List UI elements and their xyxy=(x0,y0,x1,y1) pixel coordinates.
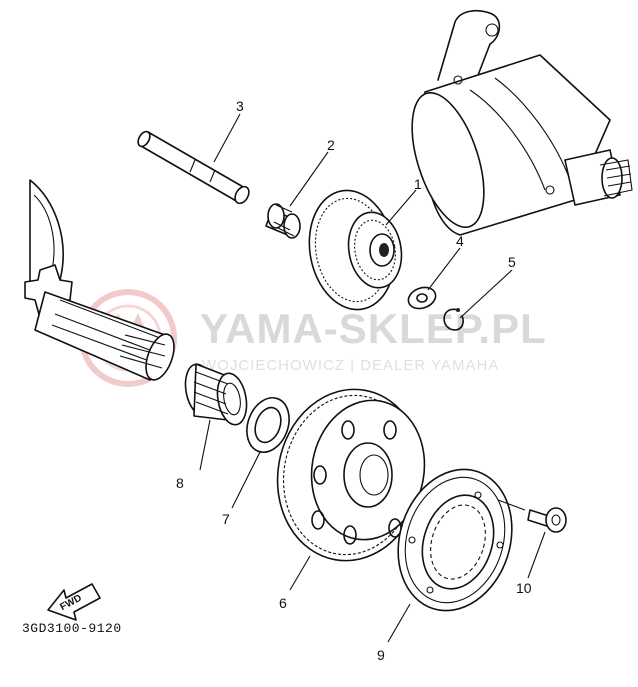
part-7-washer xyxy=(246,397,290,453)
part-3-shaft xyxy=(137,130,250,205)
leader-lines xyxy=(199,113,546,643)
part-10-bolt xyxy=(527,507,567,533)
crankshaft xyxy=(24,179,175,381)
watermark-title: YAMA-SKLEP.PL xyxy=(200,305,547,352)
callouts: 3 2 1 4 5 8 7 6 9 10 xyxy=(176,98,532,663)
watermark-subtitle: WOJCIECHOWICZ | DEALER YAMAHA xyxy=(202,357,499,374)
callout-2: 2 xyxy=(327,137,335,153)
part-6-starter-wheel-gear xyxy=(276,388,426,562)
fwd-arrow: FWD xyxy=(47,583,101,621)
callout-3: 3 xyxy=(236,98,244,114)
part-8-needle-bearing xyxy=(184,363,248,426)
callout-10: 10 xyxy=(516,580,532,596)
starter-motor xyxy=(411,9,633,236)
part-code: 3GD3100-9120 xyxy=(22,621,122,636)
callout-7: 7 xyxy=(222,511,230,527)
callout-6: 6 xyxy=(279,595,287,611)
watermark: YAMA-SKLEP.PL WOJCIECHOWICZ | DEALER YAM… xyxy=(79,289,547,387)
part-5-circlip xyxy=(443,308,464,331)
part-1-idler-gear xyxy=(308,189,403,311)
callout-1: 1 xyxy=(414,176,422,192)
part-9-clutch-housing xyxy=(397,468,513,612)
callout-5: 5 xyxy=(508,254,516,270)
callout-4: 4 xyxy=(456,233,464,249)
callout-9: 9 xyxy=(377,647,385,663)
part-4-washer xyxy=(407,286,437,310)
part-2-needle-bearing xyxy=(265,203,301,239)
callout-8: 8 xyxy=(176,475,184,491)
